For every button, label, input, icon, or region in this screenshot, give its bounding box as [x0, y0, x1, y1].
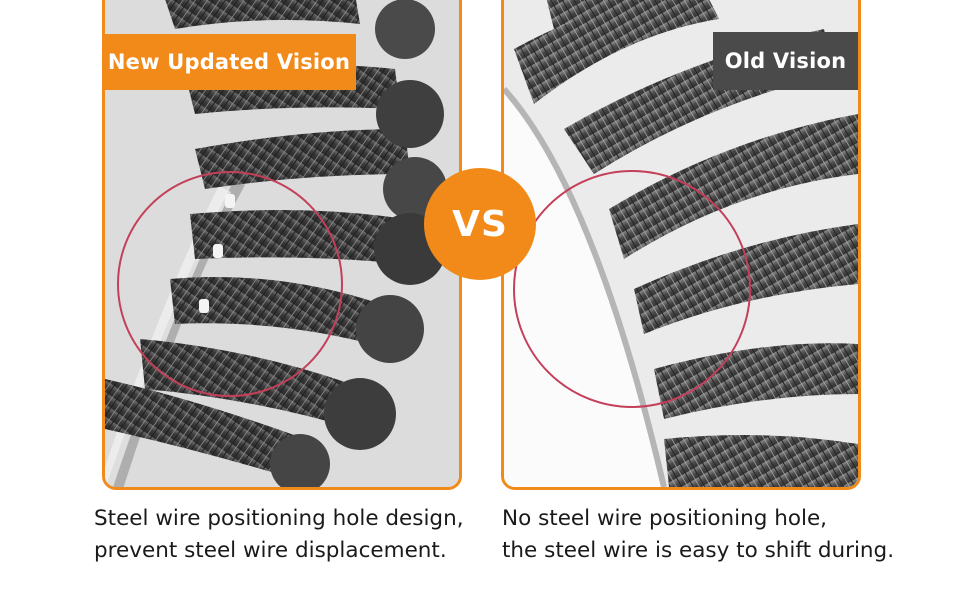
- highlight-circle-old: [513, 170, 751, 408]
- old-version-caption: No steel wire positioning hole, the stee…: [502, 503, 894, 567]
- old-version-photo: [501, 0, 861, 490]
- old-version-tag: Old Vision: [713, 32, 858, 90]
- twisted-wires-old: [514, 0, 858, 487]
- vs-badge: VS: [424, 168, 536, 280]
- caption-line: No steel wire positioning hole,: [502, 506, 828, 531]
- wire-brush-old-illustration: [504, 0, 858, 487]
- caption-line: prevent steel wire displacement.: [94, 538, 447, 563]
- caption-line: the steel wire is easy to shift during.: [502, 538, 895, 563]
- new-version-caption: Steel wire positioning hole design, prev…: [94, 503, 464, 567]
- new-version-tag: New Updated Vision: [102, 34, 356, 90]
- caption-line: Steel wire positioning hole design,: [94, 506, 464, 531]
- positioning-holes: [199, 194, 235, 313]
- highlight-circle-new: [117, 171, 343, 397]
